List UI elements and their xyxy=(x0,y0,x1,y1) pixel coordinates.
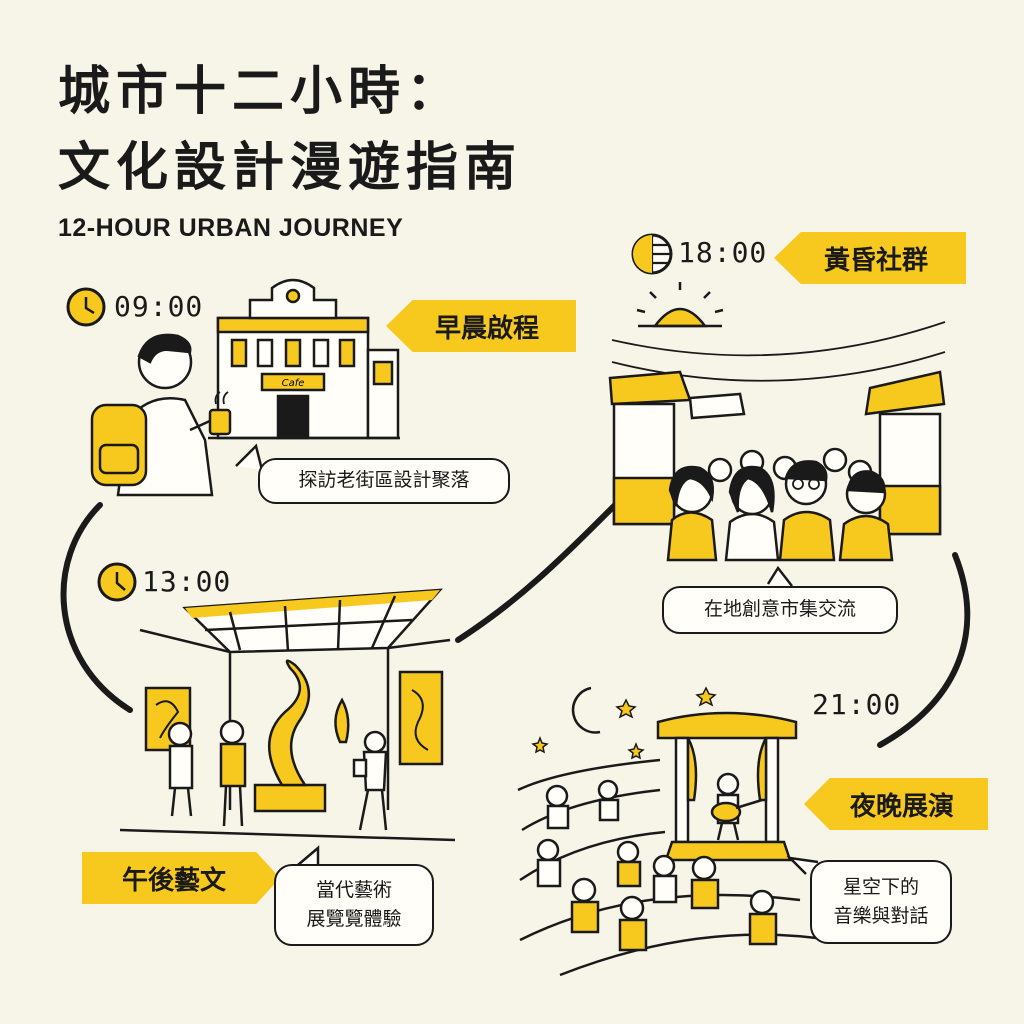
gallery-scene xyxy=(119,588,456,842)
stop-note-night: 星空下的音樂與對話 xyxy=(810,860,952,944)
morning-scene: Cafe xyxy=(90,278,400,497)
stop-tag-afternoon: 午後藝文 xyxy=(82,852,280,904)
stop-note-morning: 探訪老街區設計聚落 xyxy=(258,458,510,504)
old-building xyxy=(208,278,400,440)
stop-note-afternoon: 當代藝術展覽覽體驗 xyxy=(274,864,434,946)
traveller xyxy=(90,333,232,497)
stop-time-1300: 13:00 xyxy=(142,565,232,598)
cafe-sign: Cafe xyxy=(282,378,305,389)
night-scene xyxy=(517,686,831,977)
page-title-line2: 文化設計漫遊指南 xyxy=(58,138,523,198)
stop-time-0900: 09:00 xyxy=(114,290,204,323)
star-icon xyxy=(531,735,549,754)
star-icon xyxy=(695,686,717,707)
clock-icon xyxy=(97,562,137,602)
page-title-line1: 城市十二小時： xyxy=(58,62,465,122)
clock-icon xyxy=(66,287,106,327)
clock-icon xyxy=(631,233,673,275)
stop-note-evening: 在地創意市集交流 xyxy=(662,586,898,634)
stop-tag-evening: 黃昏社群 xyxy=(774,232,966,284)
page-subtitle: 12-HOUR URBAN JOURNEY xyxy=(58,214,404,242)
moon-icon xyxy=(571,686,601,734)
journey-path xyxy=(60,497,971,748)
star-icon xyxy=(615,698,637,719)
star-icon xyxy=(627,741,645,760)
stop-time-2100: 21:00 xyxy=(812,688,902,721)
stop-tag-night: 夜晚展演 xyxy=(804,778,988,830)
stop-tag-morning: 早晨啟程 xyxy=(386,300,576,352)
market-scene xyxy=(608,282,946,562)
stop-time-1800: 18:00 xyxy=(678,236,768,269)
